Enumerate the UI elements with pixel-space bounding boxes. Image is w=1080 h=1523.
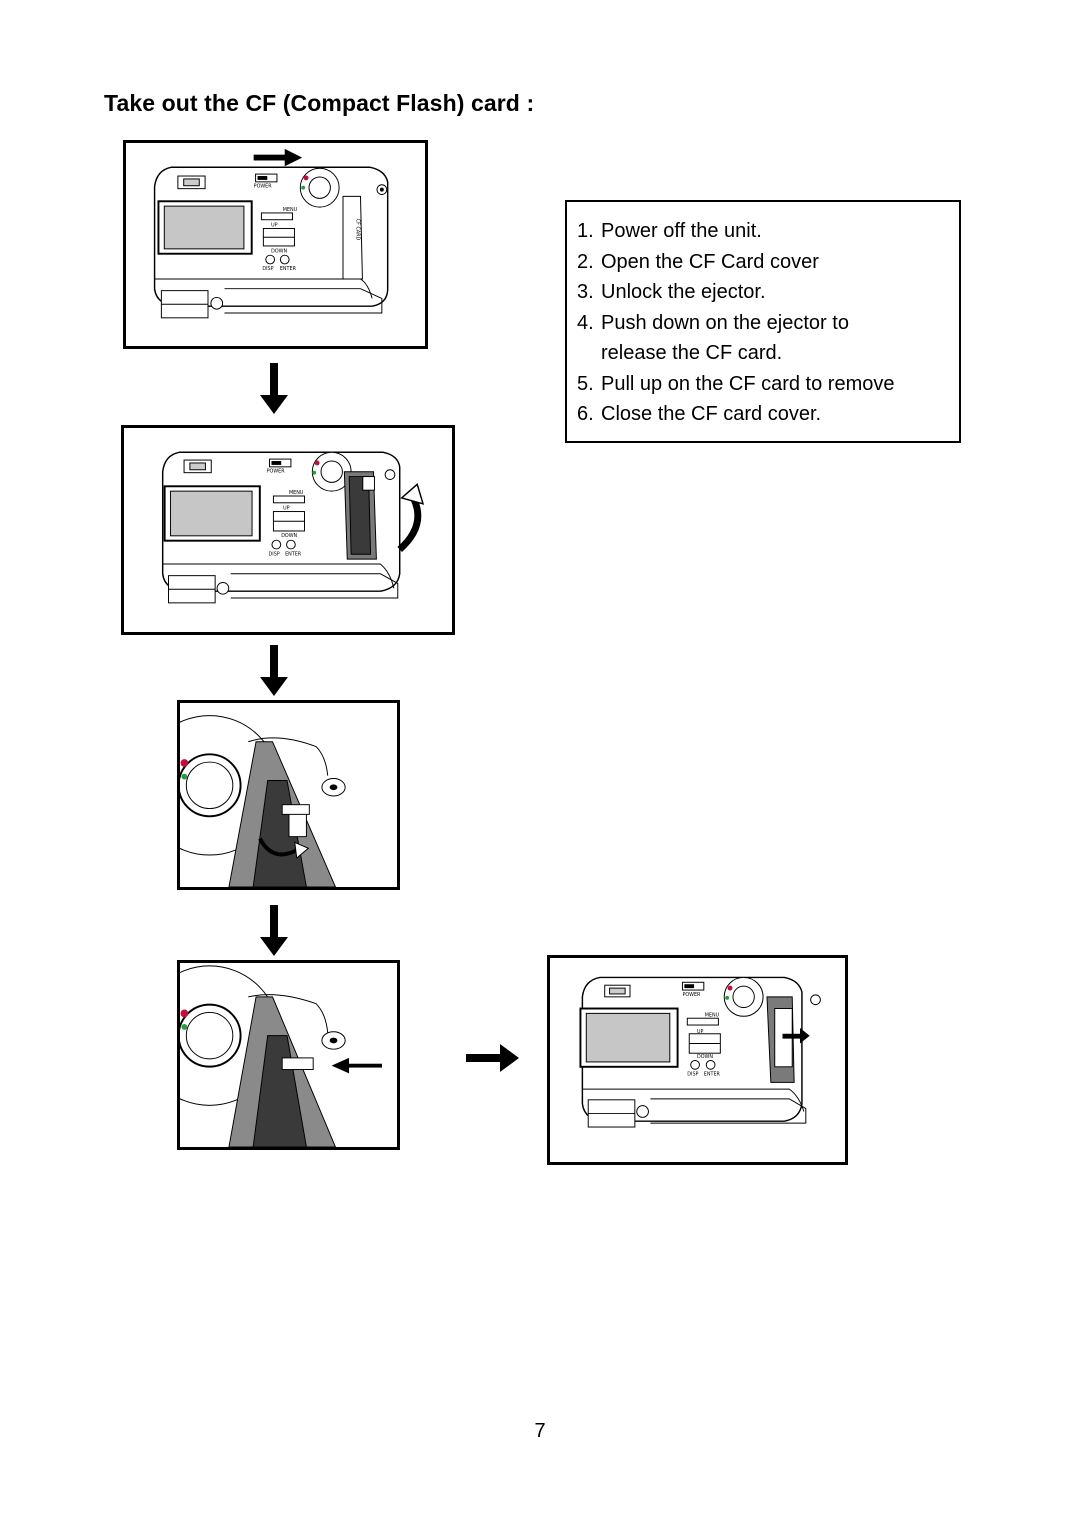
- illustration-camera-closed: POWER MENU UP DOWN DISP ENTER CF CARD: [123, 140, 428, 349]
- svg-text:ENTER: ENTER: [285, 551, 302, 557]
- arrow-down-icon: [258, 905, 290, 962]
- svg-text:DISP: DISP: [269, 551, 280, 557]
- arrow-right-icon: [466, 1043, 520, 1078]
- svg-text:POWER: POWER: [682, 992, 701, 998]
- svg-text:DOWN: DOWN: [697, 1054, 713, 1060]
- svg-text:POWER: POWER: [267, 469, 286, 475]
- arrow-right-icon: [782, 1027, 810, 1044]
- page-title: Take out the CF (Compact Flash) card :: [104, 90, 535, 116]
- arrow-left-icon: [331, 1057, 382, 1074]
- arrow-right-icon: [253, 148, 303, 167]
- svg-text:UP: UP: [283, 506, 290, 512]
- svg-text:ENTER: ENTER: [704, 1072, 721, 1078]
- svg-text:MENU: MENU: [289, 490, 304, 496]
- disp-label: DISP: [262, 266, 273, 272]
- menu-label: MENU: [283, 207, 298, 213]
- arrow-down-icon: [258, 363, 290, 420]
- up-label: UP: [271, 223, 278, 229]
- step-item: 1.Power off the unit.: [577, 220, 762, 242]
- arrow-down-icon: [258, 645, 290, 702]
- steps-list: 1.Power off the unit. 2.Open the CF Card…: [577, 216, 959, 430]
- svg-text:DOWN: DOWN: [281, 533, 297, 539]
- svg-text:MENU: MENU: [705, 1012, 720, 1018]
- illustration-unlock-ejector: [177, 700, 400, 890]
- cf-card-label: CF CARD: [355, 219, 361, 241]
- curved-arrow-icon: [397, 483, 425, 552]
- curved-arrow-icon: [258, 837, 310, 859]
- svg-text:DISP: DISP: [687, 1072, 698, 1078]
- down-label: DOWN: [271, 249, 287, 255]
- enter-label: ENTER: [280, 266, 297, 272]
- step-item: 5.Pull up on the CF card to remove: [577, 372, 895, 395]
- instruction-steps-box: 1.Power off the unit. 2.Open the CF Card…: [565, 200, 961, 443]
- step-item: 2.Open the CF Card cover: [577, 250, 819, 273]
- power-label: POWER: [254, 184, 273, 190]
- step-item: 3.Unlock the ejector.: [577, 281, 766, 303]
- page-number: 7: [534, 1420, 546, 1442]
- illustration-remove-card: POWER MENU UP DOWN DISP ENTER: [547, 955, 848, 1165]
- step-item: 6.Close the CF card cover.: [577, 403, 822, 425]
- svg-text:UP: UP: [697, 1029, 704, 1035]
- illustration-cover-open: POWER MENU UP DOWN DISP ENTER: [121, 425, 455, 635]
- illustration-push-ejector: [177, 960, 400, 1150]
